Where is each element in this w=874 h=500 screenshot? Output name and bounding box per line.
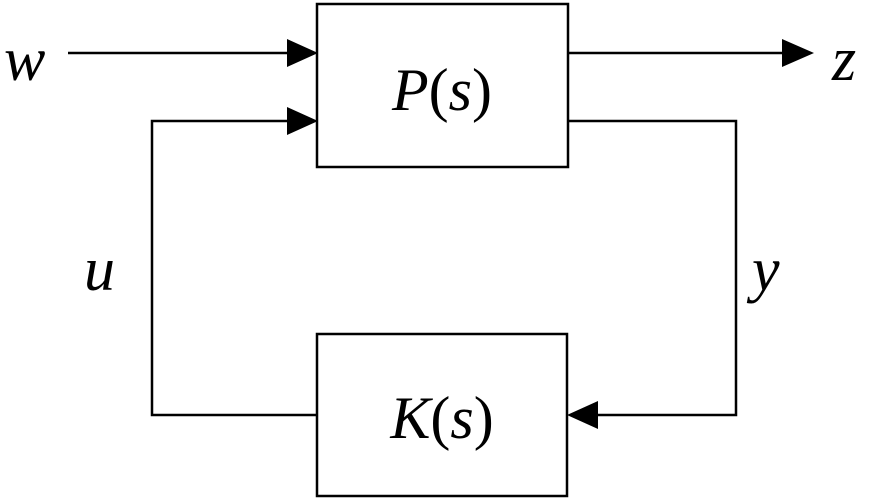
signal-label-y: y xyxy=(746,236,780,304)
plant-label: P(s) xyxy=(391,57,492,123)
controller-block xyxy=(315,332,569,498)
controller-label: K(s) xyxy=(389,385,493,451)
signal-label-u: u xyxy=(84,236,115,304)
signal-label-w: w xyxy=(4,26,45,94)
arrow-y-into-controller xyxy=(567,401,598,429)
wire-y-feedback xyxy=(568,119,738,417)
plant-block xyxy=(315,2,570,169)
wire-u-feedback xyxy=(150,119,317,417)
arrow-z-output xyxy=(782,39,814,67)
signal-label-z: z xyxy=(831,26,856,94)
arrow-u-into-plant xyxy=(287,107,318,135)
arrow-w-into-plant xyxy=(287,39,318,67)
